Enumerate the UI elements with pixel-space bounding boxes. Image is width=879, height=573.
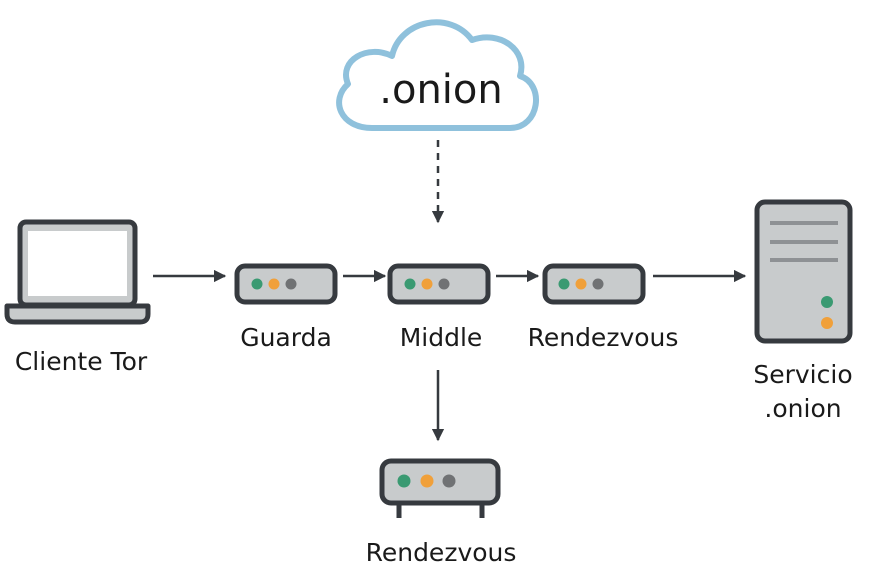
client-laptop: Cliente Tor [4, 219, 151, 376]
laptop-icon [4, 219, 151, 325]
cloud-icon [336, 19, 539, 131]
middle-node: Middle [387, 263, 491, 352]
cloud-label: .onion [379, 67, 502, 113]
rendezvous-bottom-label: Rendezvous [366, 538, 517, 567]
router-icon [379, 458, 501, 518]
rendezvous-node: Rendezvous [528, 263, 679, 352]
client-label: Cliente Tor [15, 347, 148, 376]
rendezvous-bottom-node: Rendezvous [366, 458, 517, 567]
onion-service: Servicio .onion [753, 199, 853, 423]
service-label-line1: Servicio [753, 360, 852, 389]
router-icon [387, 263, 491, 305]
middle-label: Middle [400, 323, 483, 352]
onion-cloud: .onion [336, 19, 539, 131]
server-icon [754, 199, 853, 344]
rendezvous-label: Rendezvous [528, 323, 679, 352]
service-label-line2: .onion [764, 394, 841, 423]
router-icon [234, 263, 338, 305]
guard-node: Guarda [234, 263, 338, 352]
guard-label: Guarda [240, 323, 332, 352]
router-icon [542, 263, 646, 305]
